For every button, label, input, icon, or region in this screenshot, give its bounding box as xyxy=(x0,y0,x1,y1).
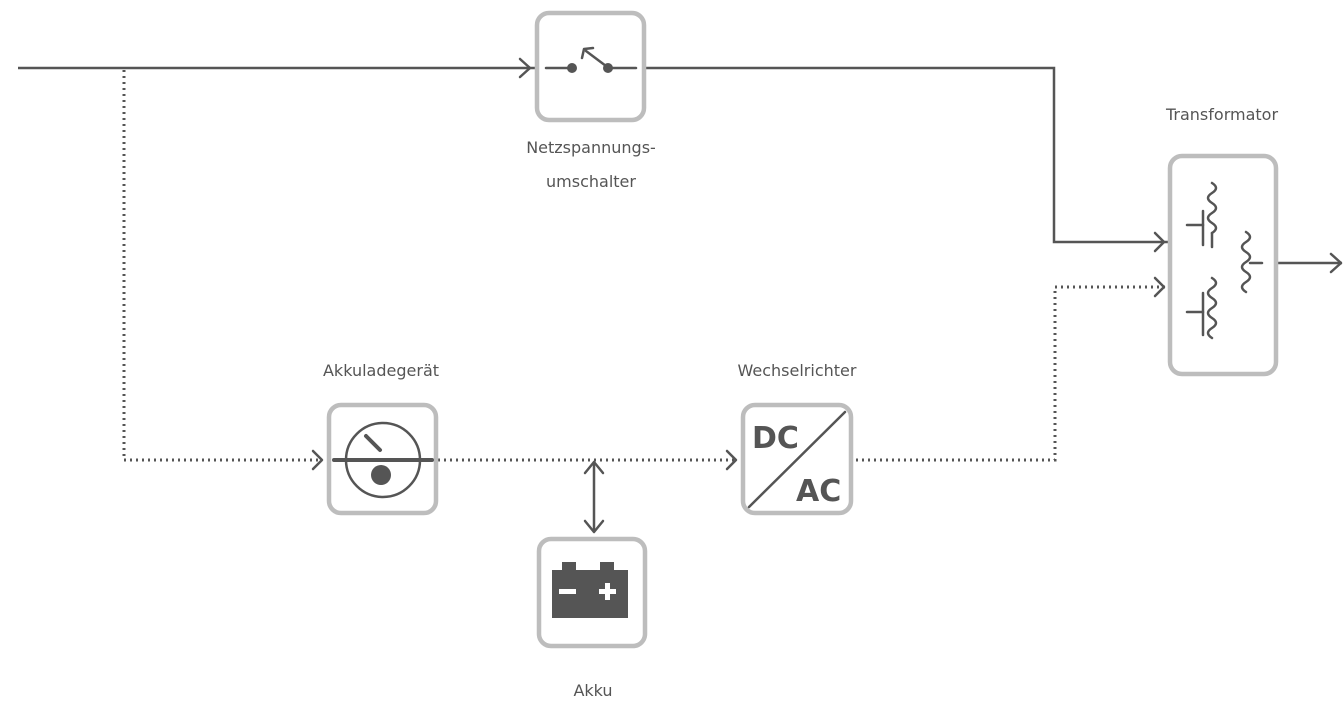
switch-to-transformer-wire xyxy=(646,66,1168,244)
battery-block xyxy=(536,536,648,649)
charger-block xyxy=(326,402,439,516)
switch-label-line2: umschalter xyxy=(546,172,636,191)
battery-icon xyxy=(552,562,628,618)
inverter-label: Wechselrichter xyxy=(738,361,857,380)
output-arrow xyxy=(1329,252,1343,274)
inverter-to-transformer-wire xyxy=(856,285,1165,462)
transformer-block xyxy=(1167,153,1279,377)
switch-input-arrow xyxy=(518,57,532,79)
dc-ac-icon: DC AC xyxy=(747,410,847,509)
transformer-label: Transformator xyxy=(1165,105,1278,124)
charger-input-arrow xyxy=(311,449,324,471)
switch-icon xyxy=(544,46,638,73)
meter-gauge-icon xyxy=(332,421,434,499)
inverter-input-arrow xyxy=(725,449,738,471)
battery-label: Akku xyxy=(573,681,612,700)
inverter-block: DC AC xyxy=(740,402,854,516)
battery-link-arrow-up xyxy=(583,460,605,475)
switch-label-line1: Netzspannungs- xyxy=(526,138,656,157)
battery-link-arrow-down xyxy=(583,519,605,534)
inverter-dc-text: DC xyxy=(752,421,799,456)
inverter-ac-text: AC xyxy=(796,474,841,509)
transformer-input-arrow xyxy=(1153,231,1166,253)
charger-label: Akkuladegerät xyxy=(323,361,439,380)
charger-feed-wire xyxy=(122,70,322,462)
switch-block xyxy=(534,10,647,123)
transformer-coils-icon xyxy=(1185,181,1264,340)
transformer-backup-arrow xyxy=(1153,276,1166,298)
